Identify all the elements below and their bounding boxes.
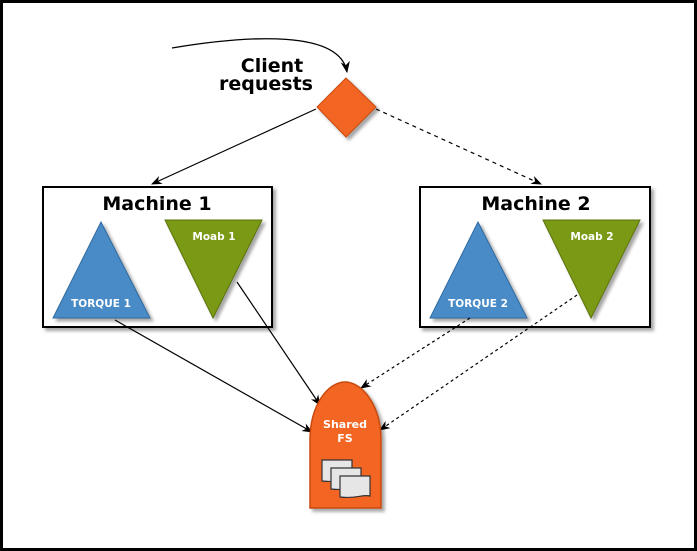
- machine1-box: Machine 1 TORQUE 1 Moab 1: [42, 186, 273, 328]
- shared-fs-label-line2: FS: [337, 432, 353, 445]
- arrow-torque1-to-fs: [114, 319, 313, 433]
- router-diamond: [316, 77, 377, 138]
- moab1-triangle: [164, 219, 263, 320]
- shared-fs-node: Shared FS: [309, 381, 382, 509]
- torque2-triangle: [429, 220, 528, 319]
- client-request-arrow: [171, 38, 350, 74]
- arrow-moab2-to-fs: [379, 294, 578, 431]
- machine2-title: Machine 2: [481, 193, 590, 215]
- machine2-box: Machine 2 TORQUE 2 Moab 2: [419, 186, 651, 328]
- client-label-line2: requests: [219, 73, 313, 95]
- torque1-label: TORQUE 1: [71, 298, 131, 310]
- machine1-title: Machine 1: [102, 193, 211, 215]
- arrow-router-to-machine2: [375, 108, 542, 185]
- documents-stack-icon: [321, 459, 371, 499]
- arrow-moab1-to-fs: [236, 281, 321, 406]
- client-label-line1: Client: [241, 55, 303, 77]
- torque2-label: TORQUE 2: [448, 298, 508, 310]
- torque1-triangle: [52, 220, 151, 319]
- moab1-label: Moab 1: [192, 231, 235, 243]
- moab2-label: Moab 2: [570, 231, 613, 243]
- arrow-router-to-machine1: [151, 108, 317, 185]
- moab2-triangle: [542, 219, 641, 320]
- shared-fs-label-line1: Shared: [323, 418, 367, 431]
